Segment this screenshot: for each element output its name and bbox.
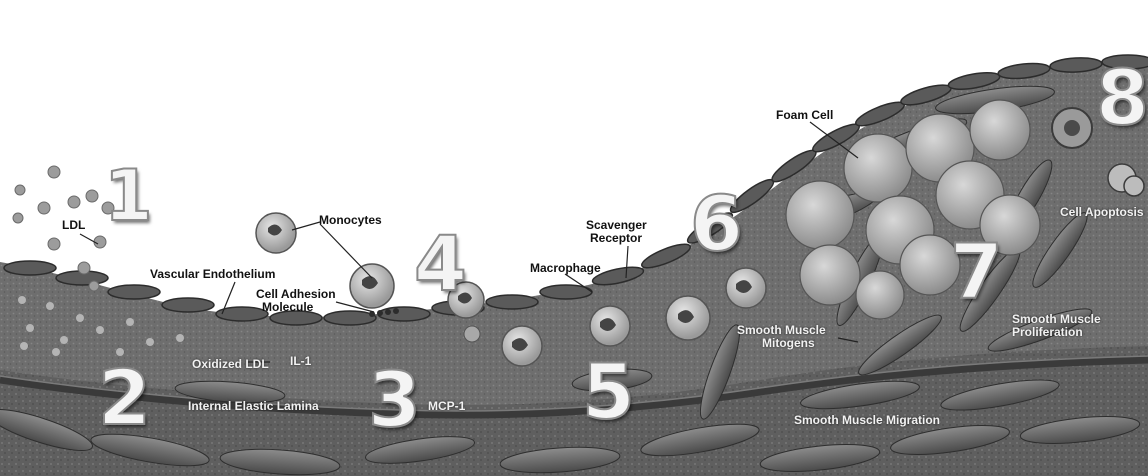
label-monocytes: Monocytes [319, 214, 382, 227]
step-number-6: 6 [690, 186, 743, 262]
step-number-5: 5 [582, 354, 635, 430]
label-cell-adhesion-molecule-line2: Molecule [262, 301, 313, 314]
step-number-1: 1 [104, 158, 153, 234]
label-scavenger-receptor-line2: Receptor [590, 232, 642, 245]
label-macrophage: Macrophage [530, 262, 601, 275]
label-smooth-muscle-mitogens-line2: Mitogens [762, 337, 815, 350]
label-cell-apoptosis: Cell Apoptosis [1060, 206, 1144, 219]
label-ldl: LDL [62, 219, 85, 232]
step-number-3: 3 [368, 362, 421, 438]
step-number-7: 7 [950, 234, 1003, 310]
step-number-4: 4 [414, 226, 467, 302]
label-internal-elastic-lamina: Internal Elastic Lamina [188, 400, 319, 413]
label-vascular-endothelium: Vascular Endothelium [150, 268, 275, 281]
label-mcp-1: MCP-1 [428, 400, 465, 413]
step-number-2: 2 [98, 360, 151, 436]
label-foam-cell: Foam Cell [776, 109, 833, 122]
label-il-1: IL-1 [290, 355, 311, 368]
label-smooth-muscle-migration: Smooth Muscle Migration [794, 414, 940, 427]
label-smooth-muscle-proliferation-line2: Proliferation [1012, 326, 1083, 339]
step-number-8: 8 [1096, 60, 1148, 136]
label-oxidized-ldl: Oxidized LDL [192, 358, 269, 371]
